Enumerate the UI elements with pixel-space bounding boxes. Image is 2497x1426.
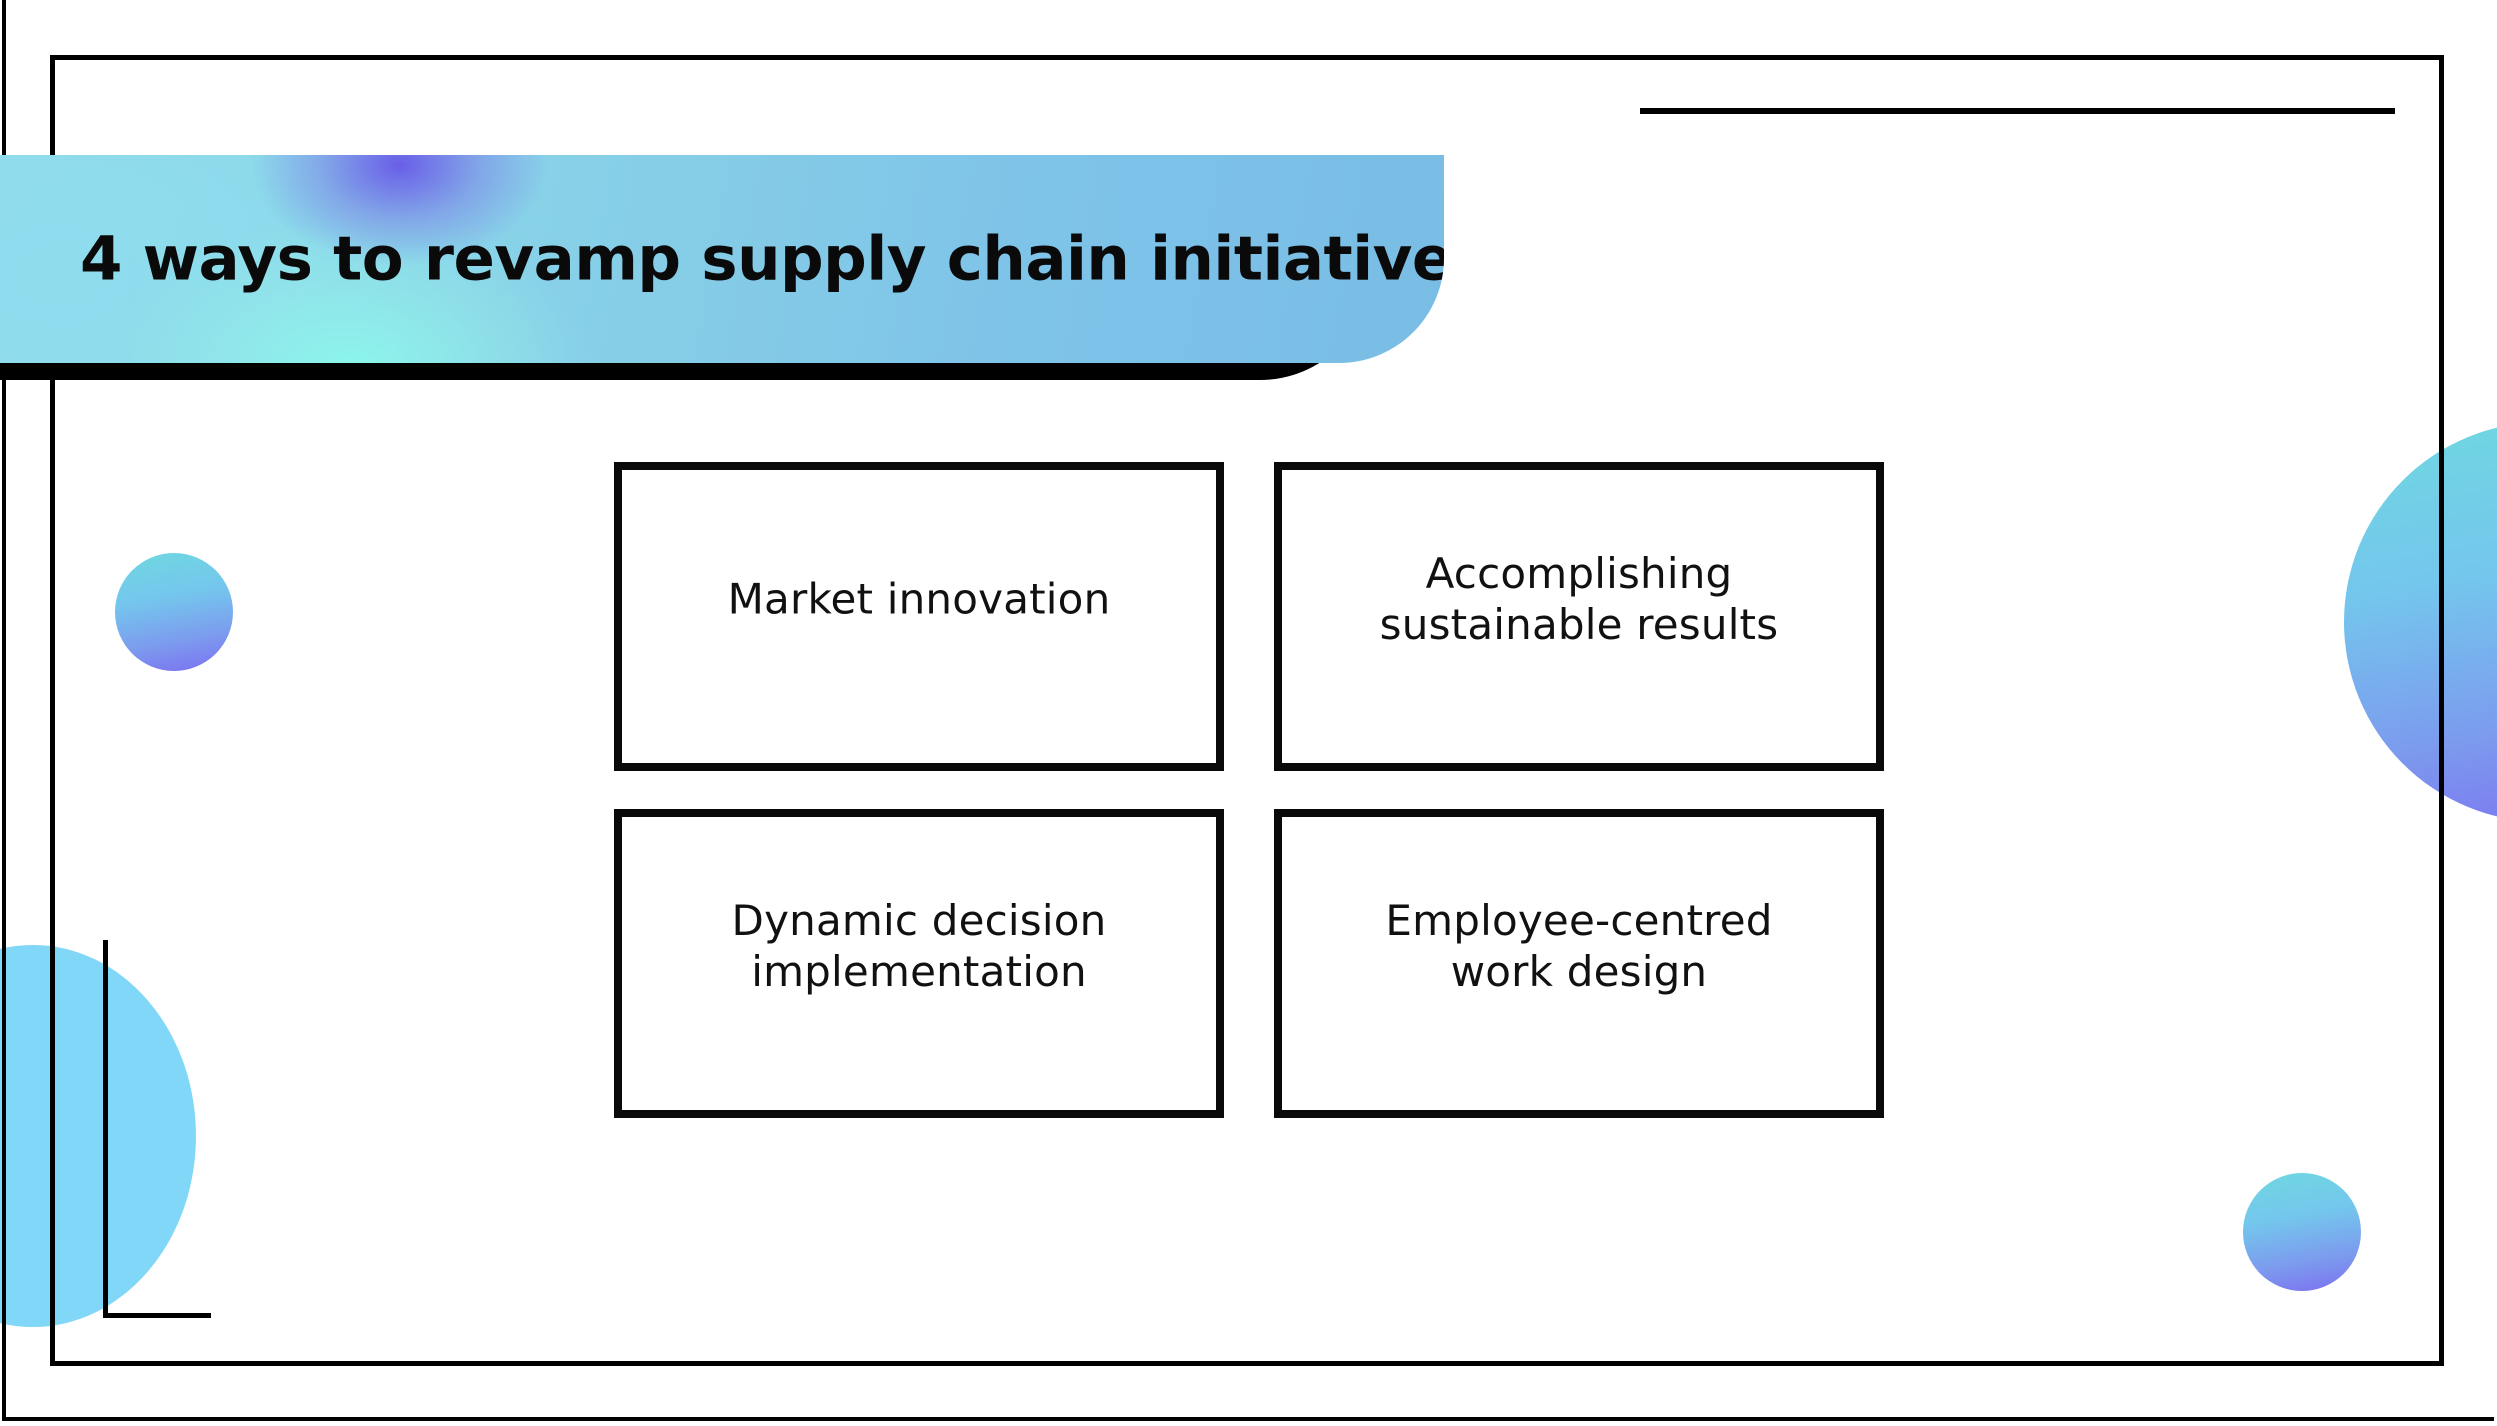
page-title: 4 ways to revamp supply chain initiative… <box>80 223 1444 295</box>
corner-bracket-bottom-left <box>103 940 211 1318</box>
title-banner: 4 ways to revamp supply chain initiative… <box>0 155 1444 363</box>
card-dynamic-decision-implementation[interactable]: Dynamic decision implementation <box>614 809 1224 1118</box>
card-label: Market innovation <box>727 574 1111 624</box>
card-accomplishing-sustainable-results[interactable]: Accomplishing sustainable results <box>1274 462 1884 771</box>
decorative-circle-small-bottom-right <box>2243 1173 2361 1291</box>
card-label: Dynamic decision implementation <box>731 895 1107 996</box>
card-market-innovation[interactable]: Market innovation <box>614 462 1224 771</box>
inner-border-frame <box>50 55 2444 1366</box>
card-label: Accomplishing sustainable results <box>1379 548 1779 649</box>
card-employee-centred-work-design[interactable]: Employee-centred work design <box>1274 809 1884 1118</box>
decorative-circle-small-left <box>115 553 233 671</box>
card-grid: Market innovation Accomplishing sustaina… <box>614 462 1884 1118</box>
card-label: Employee-centred work design <box>1385 895 1773 996</box>
accent-rule-top-right <box>1640 108 2395 114</box>
